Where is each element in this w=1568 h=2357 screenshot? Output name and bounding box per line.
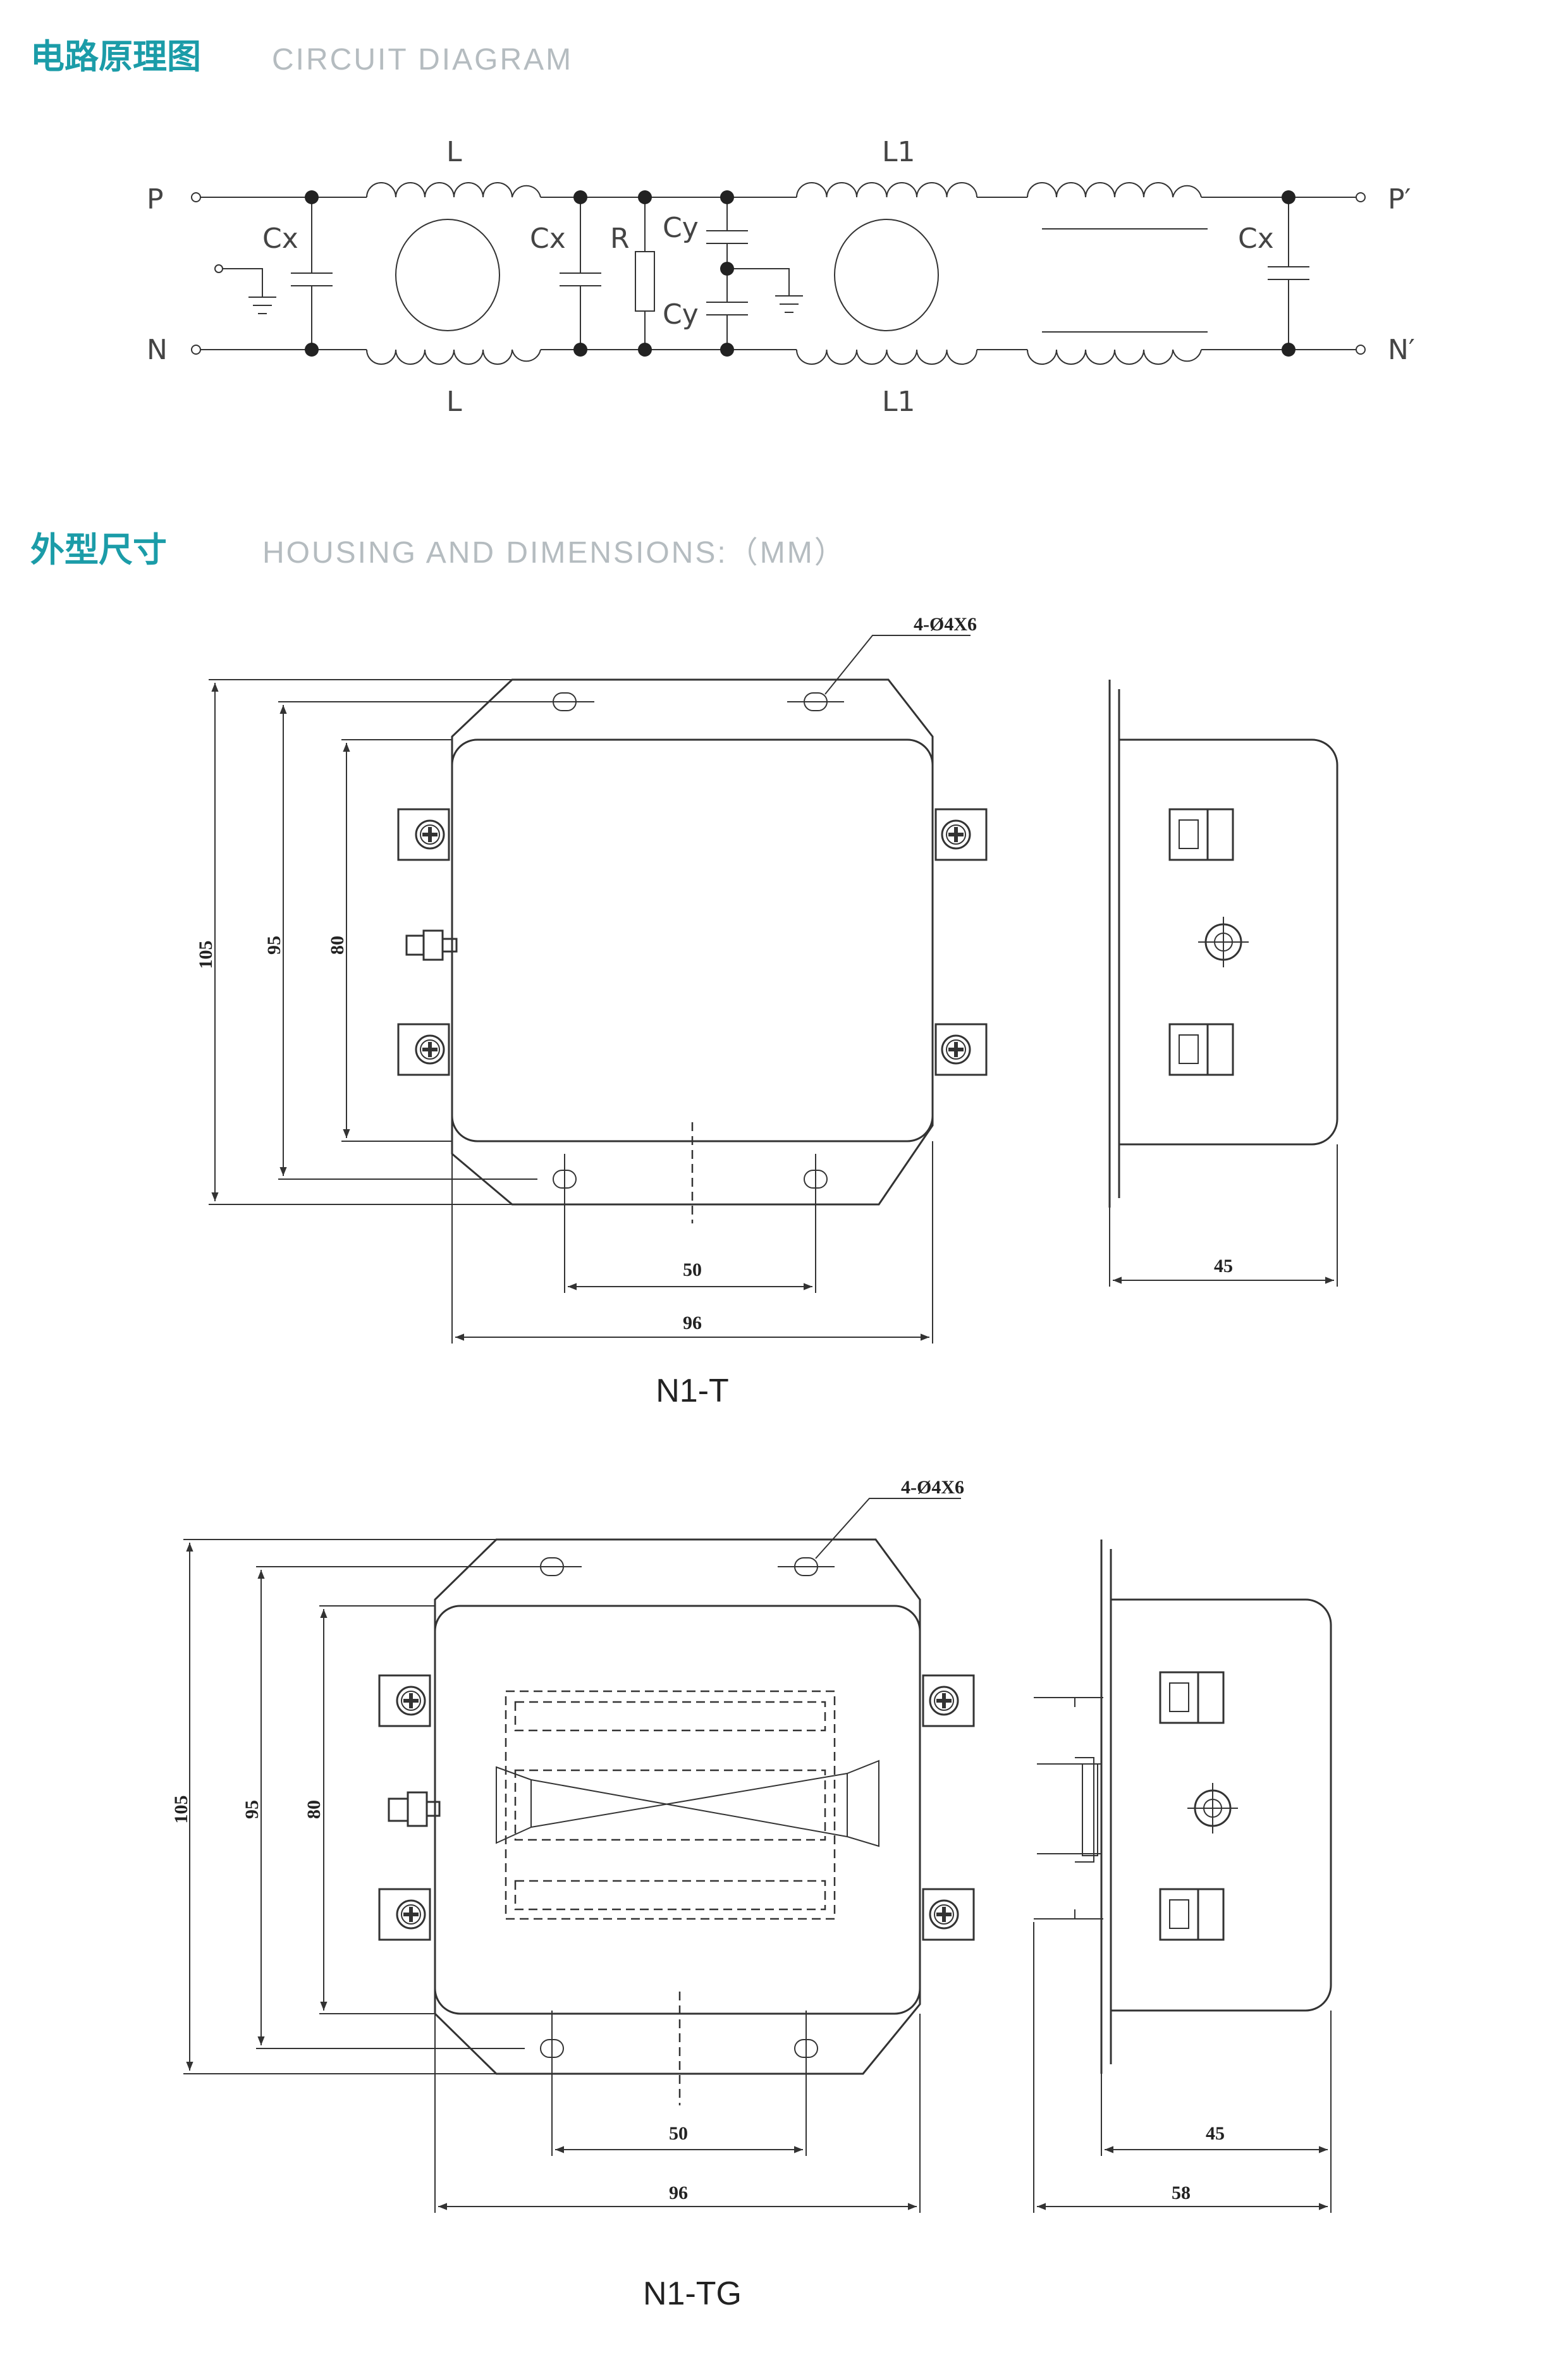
dimension-80: 80 <box>327 936 348 955</box>
terminal-n <box>191 345 201 355</box>
drawing-n1-tg: 105 95 80 50 96 4-Ø4X6 45 58 N1-TG <box>171 1477 1332 2312</box>
section-title-en: HOUSING AND DIMENSIONS:（MM） <box>262 536 847 570</box>
capacitor-label: Cy <box>663 298 699 331</box>
dimension-96: 96 <box>669 2183 688 2203</box>
core-ring <box>395 219 500 331</box>
dimension-95: 95 <box>264 936 285 955</box>
inductor-label: L1 <box>882 136 916 168</box>
section-title-en: CIRCUIT DIAGRAM <box>272 43 573 77</box>
drawing-n1-t: 105 95 80 50 96 4-Ø4X6 45 N1-T <box>195 614 1338 1409</box>
core-ring <box>834 219 939 331</box>
dimension-45: 45 <box>1206 2123 1225 2144</box>
resistor-label: R <box>610 223 630 255</box>
dimension-50: 50 <box>669 2123 688 2144</box>
dimension-105: 105 <box>171 1796 192 1824</box>
model-label: N1-TG <box>643 2275 742 2312</box>
capacitor-label: Cx <box>262 223 298 255</box>
dimension-96: 96 <box>683 1313 702 1333</box>
hole-note: 4-Ø4X6 <box>914 614 977 635</box>
terminal-label-p: P <box>147 183 164 216</box>
terminal-label-n-out: N′ <box>1388 334 1415 366</box>
inductor-label: L <box>446 136 462 168</box>
capacitor-label: Cx <box>1238 223 1274 255</box>
inductor-coil <box>366 182 541 198</box>
hole-note: 4-Ø4X6 <box>901 1477 964 1498</box>
terminal-p-out <box>1356 192 1366 202</box>
model-label: N1-T <box>656 1373 729 1409</box>
terminal-n-out <box>1356 345 1366 355</box>
inductor-label: L1 <box>882 386 916 418</box>
section-title-cn: 电路原理图 <box>30 37 201 77</box>
dimension-58: 58 <box>1172 2183 1191 2203</box>
resistor <box>635 251 655 312</box>
terminal-label-n: N <box>147 334 168 366</box>
circuit-diagram: P N P′ N′ L L L1 L1 Cx <box>147 136 1415 418</box>
terminal-p <box>191 192 201 202</box>
dimension-50: 50 <box>683 1259 702 1280</box>
capacitor-label: Cy <box>663 212 699 244</box>
section-title-cn: 外型尺寸 <box>30 530 167 570</box>
inductor-label: L <box>446 386 462 418</box>
dimension-95: 95 <box>242 1800 262 1819</box>
dimension-80: 80 <box>303 1800 324 1819</box>
capacitor-label: Cx <box>530 223 566 255</box>
dimension-45: 45 <box>1214 1256 1233 1276</box>
terminal-label-p-out: P′ <box>1388 183 1411 216</box>
dimension-105: 105 <box>195 941 216 969</box>
